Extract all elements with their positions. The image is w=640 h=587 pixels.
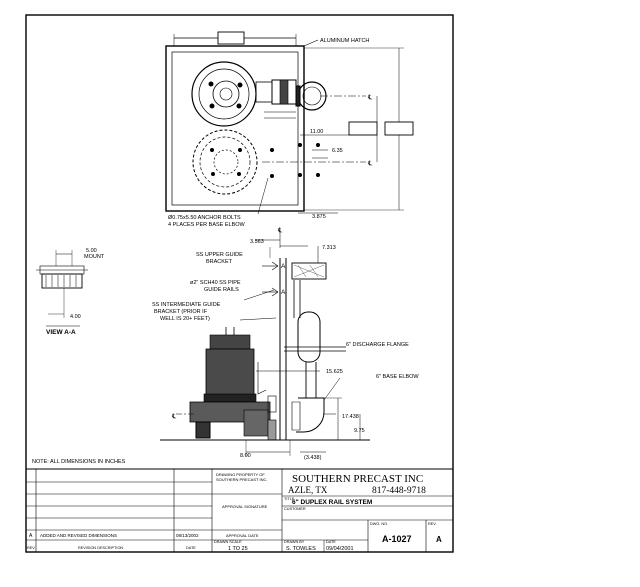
pump-motor-body — [205, 348, 255, 396]
centerline-mark-lower: ℄ — [367, 160, 373, 167]
title-field-label: TITLE — [284, 497, 295, 501]
discharge-pipe — [297, 311, 321, 363]
approval-signature-label: APPROVAL SIGNATURE — [222, 504, 268, 509]
elev-centerline-top: ℄ — [277, 227, 283, 234]
upper-guide-line1: SS UPPER GUIDE — [196, 252, 243, 258]
drawn-by-label: DRAWN BY — [284, 540, 305, 544]
pump-motor-cap — [209, 334, 251, 350]
elev-centerline-left: ℄ — [171, 413, 177, 420]
view-dim-5-00: 5.00 — [86, 248, 97, 254]
company-name: SOUTHERN PRECAST INC — [292, 473, 423, 485]
dim-3-438: (3.438) — [304, 455, 322, 461]
drawing-property-label: DRAWING PROPERTY OF — [216, 472, 265, 477]
dim-3-563: 3.563 — [250, 239, 264, 245]
guide-rails-line2: GUIDE RAILS — [204, 287, 239, 293]
upper-pump-outer — [191, 61, 257, 127]
revision-row-letter: A — [29, 533, 33, 539]
scale-label: DRAWN SCALE — [214, 540, 242, 544]
dim-box-2 — [384, 121, 414, 136]
date-value: 09/04/2001 — [326, 546, 354, 552]
view-dim-4-00: 4.00 — [70, 314, 81, 320]
base-elbow-callout: 6" BASE ELBOW — [376, 374, 419, 380]
view-mount-label: MOUNT — [84, 254, 105, 260]
section-mark-a-lower: A — [281, 289, 286, 296]
dim-3-875: 3.875 — [312, 214, 326, 220]
drawing-title: 6" DUPLEX RAIL SYSTEM — [292, 499, 372, 506]
anchor-bolts-line1: Ø0.75x5.50 ANCHOR BOLTS — [168, 215, 241, 221]
sheet-border — [25, 14, 454, 553]
aluminum-hatch-callout: ALUMINUM HATCH — [320, 38, 369, 44]
view-a-a-label: VIEW A-A — [46, 329, 76, 336]
rev-label: REV. — [428, 522, 437, 526]
elevation-view — [160, 228, 370, 456]
dim-11: 11.00 — [310, 129, 323, 135]
dim-8-00: 8.00 — [240, 453, 251, 459]
plan-view — [165, 31, 414, 215]
rev-column-header: REV. — [27, 546, 36, 550]
drawn-by-value: S. TOWLES — [286, 546, 316, 552]
revision-row-date: 08/13/2002 — [176, 533, 199, 538]
anchor-bolts-line2: 4 PLACES PER BASE ELBOW — [168, 222, 246, 228]
approval-date-label: APPROVAL DATE — [226, 533, 259, 538]
date-label: DATE — [326, 540, 336, 544]
dim-7-313: 7.313 — [322, 245, 336, 251]
company-city: AZLE, TX — [288, 485, 328, 495]
dim-9-75: 9.75 — [354, 428, 365, 434]
dim-box-1 — [348, 121, 378, 136]
revision-row-description: ADDED AND REVISED DIMENSIONS — [40, 533, 117, 538]
customer-field-label: CUSTOMER — [284, 507, 306, 511]
intermediate-guide-line1: SS INTERMEDIATE GUIDE — [152, 302, 221, 308]
company-phone: 817-448-9718 — [372, 486, 426, 496]
guide-rails-line1: ø2" SCH40 SS PIPE — [190, 280, 241, 286]
title-block — [26, 468, 453, 552]
section-mark-a-upper: A — [281, 263, 286, 270]
upper-guide-bracket — [291, 262, 327, 280]
intermediate-guide-line2: BRACKET (PRIOR IF — [154, 309, 208, 315]
hatch-width-dim-box — [217, 31, 245, 45]
revision-description-header: REVISION DESCRIPTION — [78, 546, 123, 550]
scale-value: 1 TO 25 — [228, 546, 248, 552]
dwg-no-label: DWG. NO. — [370, 522, 388, 526]
discharge-flange-callout: 6" DISCHARGE FLANGE — [346, 342, 409, 348]
view-a-a — [36, 250, 88, 327]
drawing-property-label-2: SOUTHERN PRECAST INC. — [216, 477, 268, 482]
aluminum-hatch-outer — [165, 45, 305, 212]
lower-pump-outer — [192, 129, 258, 195]
dwg-no-value: A-1027 — [382, 534, 412, 544]
rev-value: A — [436, 535, 442, 544]
dim-17-438: 17.438 — [342, 414, 359, 420]
centerline-mark-upper: ℄ — [367, 94, 373, 101]
date-column-header: DATE — [186, 546, 196, 550]
aluminum-hatch-inner — [171, 51, 299, 206]
upper-guide-line2: BRACKET — [206, 259, 233, 265]
dim-15-625: 15.625 — [326, 369, 343, 375]
intermediate-guide-line3: WELL IS 20+ FEET) — [160, 316, 210, 322]
dim-6-35: 6.35 — [332, 148, 343, 154]
base-elbow — [296, 397, 325, 433]
dimensions-note: NOTE: ALL DIMENSIONS IN INCHES — [32, 459, 126, 465]
